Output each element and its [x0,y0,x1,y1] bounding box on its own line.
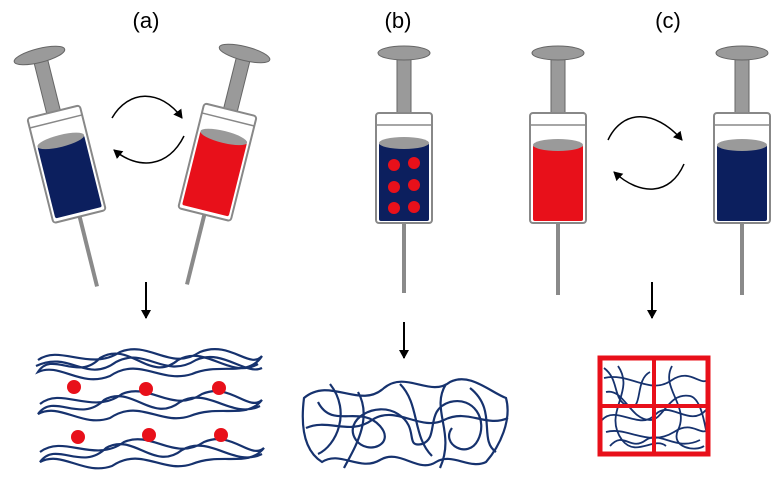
particle-icon [388,157,420,214]
fiber-network-icon [301,378,509,469]
syringe-icon [529,45,587,295]
frame-icon [597,355,711,457]
cycle-arrows-icon [111,95,185,164]
panel-c-label: (c) [655,8,681,33]
particle-icon [67,380,228,444]
cycle-arrows-icon [607,116,685,190]
panel-a-label: (a) [133,8,160,33]
panel-b-label: (b) [385,8,412,33]
syringe-icon [375,45,433,293]
syringe-icon [713,45,771,295]
syringe-icon [13,45,107,287]
syringe-icon [177,43,271,285]
fiber-network-icon [35,348,265,470]
